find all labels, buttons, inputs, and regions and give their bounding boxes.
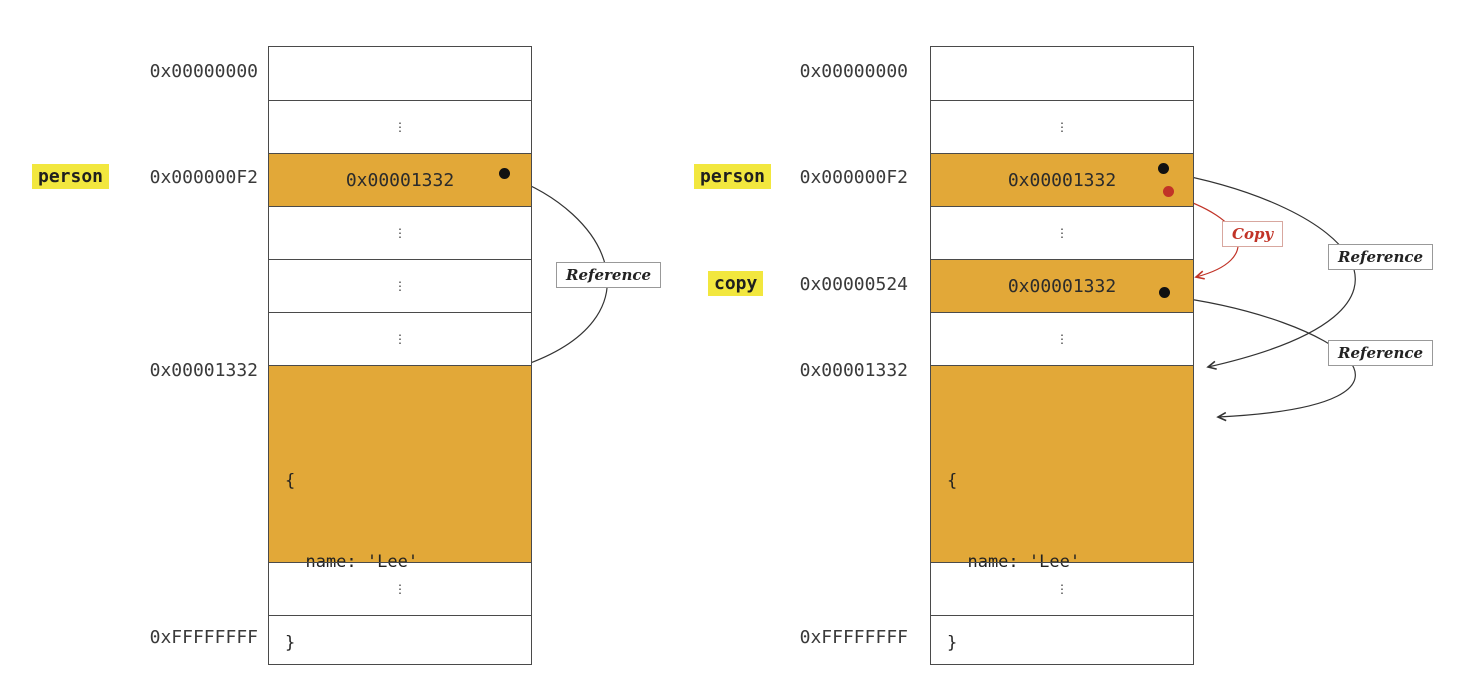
right-copy-value: 0x00001332 xyxy=(1007,275,1117,297)
ellipsis-glyph: ⋮ xyxy=(1056,332,1068,346)
left-address-top: 0x00000000 xyxy=(149,61,258,82)
left-cell-person: 0x00001332 xyxy=(269,153,531,206)
right-person-pointer-dot xyxy=(1158,163,1169,174)
right-variable-copy: copy xyxy=(708,271,764,296)
right-address-top: 0x00000000 xyxy=(799,61,908,82)
right-cell-person: 0x00001332 xyxy=(931,153,1193,206)
ellipsis-glyph: ⋮ xyxy=(394,279,406,293)
right-person-value: 0x00001332 xyxy=(1007,169,1117,191)
left-cell-ellipsis-5: ⋮ xyxy=(269,562,531,615)
left-cell-ellipsis-4: ⋮ xyxy=(269,312,531,365)
ellipsis-glyph: ⋮ xyxy=(1056,120,1068,134)
right-cell-ellipsis-1: ⋮ xyxy=(931,100,1193,153)
ellipsis-glyph: ⋮ xyxy=(1056,582,1068,596)
left-cell-ellipsis-2: ⋮ xyxy=(269,206,531,259)
right-cell-ellipsis-2: ⋮ xyxy=(931,206,1193,259)
left-person-pointer-dot xyxy=(499,168,510,179)
ellipsis-glyph: ⋮ xyxy=(394,582,406,596)
right-memory-table: ⋮ 0x00001332 ⋮ 0x00001332 ⋮ { name: 'Lee… xyxy=(930,46,1194,665)
right-cell-top-empty xyxy=(931,47,1193,100)
right-cell-object: { name: 'Lee' } xyxy=(931,365,1193,653)
object-line: { xyxy=(947,471,958,491)
right-reference-tag-1: Reference xyxy=(1328,244,1434,270)
right-cell-copy: 0x00001332 xyxy=(931,259,1193,312)
ellipsis-glyph: ⋮ xyxy=(394,332,406,346)
object-line: } xyxy=(947,633,958,653)
left-cell-object: { name: 'Lee' } xyxy=(269,365,531,653)
left-cell-bottom-empty xyxy=(269,615,531,664)
right-address-bottom: 0xFFFFFFFF xyxy=(799,627,908,648)
left-cell-ellipsis-3: ⋮ xyxy=(269,259,531,312)
right-person-reference-arrow xyxy=(1165,171,1356,370)
right-cell-ellipsis-3: ⋮ xyxy=(931,312,1193,365)
left-cell-top-empty xyxy=(269,47,531,100)
right-reference-tag-2: Reference xyxy=(1328,340,1434,366)
left-cell-ellipsis-1: ⋮ xyxy=(269,100,531,153)
right-copy-pointer-dot xyxy=(1159,287,1170,298)
ellipsis-glyph: ⋮ xyxy=(394,226,406,240)
right-cell-bottom-empty xyxy=(931,615,1193,664)
left-address-object: 0x00001332 xyxy=(149,360,258,381)
object-line: } xyxy=(285,633,296,653)
right-variable-person: person xyxy=(694,164,772,189)
object-line: { xyxy=(285,471,296,491)
left-address-bottom: 0xFFFFFFFF xyxy=(149,627,258,648)
left-person-value: 0x00001332 xyxy=(345,169,455,191)
right-cell-ellipsis-4: ⋮ xyxy=(931,562,1193,615)
left-address-person: 0x000000F2 xyxy=(149,167,258,188)
right-address-object: 0x00001332 xyxy=(799,360,908,381)
left-reference-tag: Reference xyxy=(556,262,662,288)
right-person-copy-dot xyxy=(1163,186,1174,197)
right-address-person: 0x000000F2 xyxy=(799,167,908,188)
ellipsis-glyph: ⋮ xyxy=(1056,226,1068,240)
copy-tag: Copy xyxy=(1222,221,1284,247)
left-memory-table: ⋮ 0x00001332 ⋮ ⋮ ⋮ { name: 'Lee' } ⋮ xyxy=(268,46,532,665)
left-variable-person: person xyxy=(32,164,110,189)
ellipsis-glyph: ⋮ xyxy=(394,120,406,134)
right-address-copy: 0x00000524 xyxy=(799,274,908,295)
